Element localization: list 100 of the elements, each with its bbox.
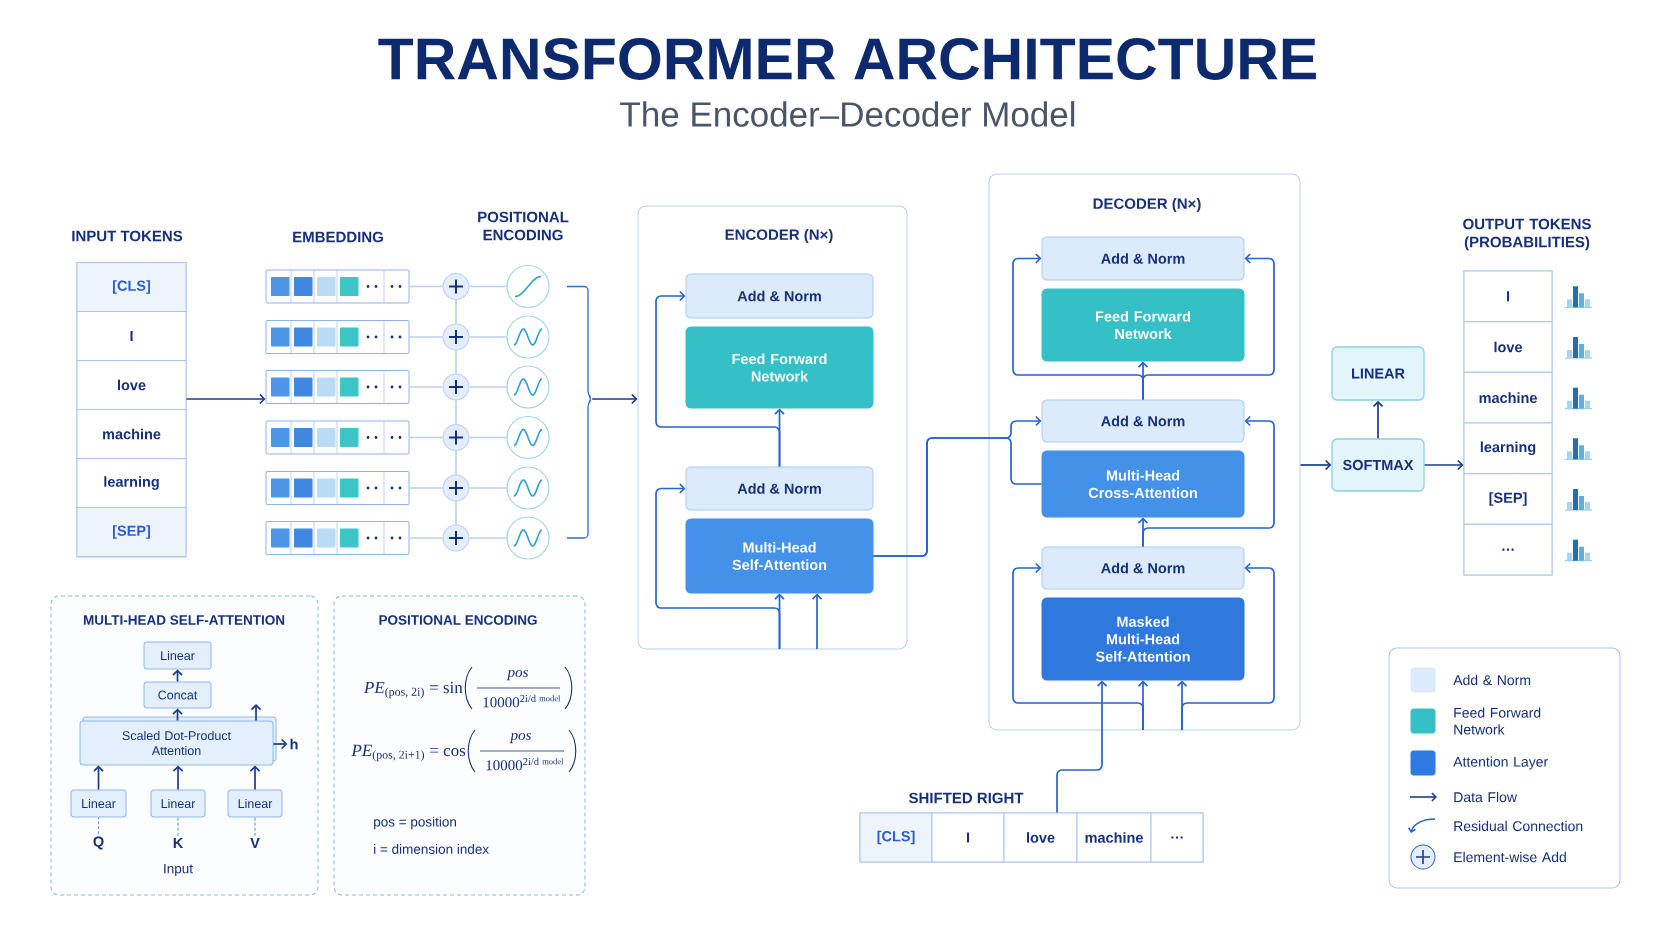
arrow	[272, 738, 288, 750]
connector-line	[455, 349, 457, 375]
bracket	[566, 285, 592, 539]
connector-line	[254, 816, 256, 837]
section-heading: POSITIONAL ENCODING	[478, 211, 569, 241]
embedding-vector	[265, 269, 410, 304]
arrow	[1299, 459, 1332, 471]
attention-box: Masked Multi-Head Self-Attention	[1041, 597, 1245, 681]
embedding-vector	[265, 420, 410, 455]
formula-text: 10000$^{2i/d}$	[486, 757, 539, 771]
arrow	[1142, 253, 1275, 401]
process-box: Linear	[143, 641, 212, 670]
formula-text: model	[539, 695, 561, 702]
token-cell: I	[1463, 270, 1553, 323]
embedding-vector	[265, 370, 410, 404]
connector-line	[468, 386, 508, 388]
plus-circle	[442, 323, 470, 351]
token-cell: I	[76, 311, 187, 361]
legend-text: Residual Connection	[1454, 820, 1583, 832]
arrow	[250, 704, 262, 722]
connector-line	[408, 487, 444, 489]
column-heading: OUTPUT TOKENS (PROBABILITIES)	[1463, 218, 1591, 251]
subtitle: The Encoder–Decoder Model	[620, 101, 1075, 127]
token-cell: [SEP]	[1463, 473, 1553, 525]
arrow	[1372, 400, 1384, 440]
token-cell: [CLS]	[859, 812, 933, 863]
token-cell: love	[1463, 321, 1553, 373]
legend-text: Add & Norm	[1453, 674, 1531, 686]
note-text: i = dimension index	[374, 844, 489, 854]
plus-circle	[442, 273, 470, 300]
attention-box: Multi-Head Self-Attention	[685, 518, 874, 594]
token-cell: …	[1463, 523, 1553, 576]
connector-line	[408, 386, 444, 388]
process-box: Linear	[227, 789, 283, 818]
connector-line	[468, 537, 508, 539]
add-norm-box: Add & Norm	[685, 466, 874, 511]
arrow	[1056, 680, 1108, 814]
arrow	[655, 483, 781, 650]
formula-text: model	[542, 758, 564, 765]
variable-label: K	[173, 838, 184, 848]
formula-text: pos	[509, 732, 531, 744]
arrow	[93, 765, 104, 791]
plus-circle	[442, 474, 470, 502]
token-cell: learning	[76, 458, 187, 508]
variable-label: h	[290, 738, 298, 750]
plus-circle	[442, 524, 470, 552]
arrow	[172, 765, 184, 791]
arrow	[1423, 459, 1464, 471]
embedding-vector	[265, 471, 410, 505]
wave-circle	[506, 415, 550, 460]
connector-line	[408, 436, 444, 439]
table-heading: SHIFTED RIGHT	[908, 792, 1024, 804]
arrow	[1181, 562, 1275, 731]
connector-line	[468, 487, 508, 489]
add-norm-box: Add & Norm	[1041, 399, 1245, 443]
layer-box: SOFTMAX	[1331, 438, 1425, 492]
connector-line	[468, 336, 508, 338]
connector-line	[468, 436, 508, 439]
text-label: Input	[164, 863, 193, 877]
wave-circle	[506, 315, 550, 359]
formula-text: 10000$^{2i/d}$	[483, 694, 536, 708]
legend-text: Attention Layer	[1453, 756, 1548, 770]
legend-text: Element-wise Add	[1454, 851, 1566, 863]
process-box: Concat	[143, 681, 212, 709]
connector-line	[468, 285, 508, 288]
plus-circle	[442, 373, 470, 401]
arrow	[591, 393, 638, 405]
process-box: Linear	[150, 789, 206, 818]
arrow	[811, 593, 823, 650]
token-cell: love	[76, 360, 187, 410]
add-norm-box: Add & Norm	[685, 273, 874, 319]
arrow	[655, 290, 781, 468]
variable-label: Q	[93, 836, 104, 850]
token-cell: …	[1150, 812, 1204, 863]
connector-line	[455, 399, 457, 425]
arrow	[1142, 415, 1275, 548]
variable-label: V	[250, 838, 260, 848]
arrow	[185, 393, 266, 405]
process-box: Linear	[70, 789, 127, 818]
note-text: pos = position	[374, 816, 456, 830]
token-cell: machine	[76, 409, 187, 459]
title: TRANSFORMER ARCHITECTURE	[378, 38, 1316, 80]
panel-heading: MULTI-HEAD SELF-ATTENTION	[83, 615, 285, 625]
panel-heading: POSITIONAL ENCODING	[379, 615, 537, 625]
connector-line	[408, 537, 444, 539]
token-cell: machine	[1076, 812, 1152, 863]
formula-text: pos	[506, 669, 528, 681]
embedding-vector	[265, 521, 410, 555]
feed-forward-box: Feed Forward Network	[685, 326, 874, 409]
column-heading: INPUT TOKENS	[72, 230, 183, 242]
wave-circle	[506, 466, 550, 510]
arrow	[1012, 562, 1144, 731]
token-cell: love	[1003, 812, 1078, 863]
section-heading: EMBEDDING	[293, 231, 383, 243]
block-heading: DECODER (N×)	[1093, 198, 1201, 212]
arrow	[872, 415, 1042, 557]
token-cell: learning	[1463, 422, 1553, 475]
attention-box: Multi-Head Cross-Attention	[1041, 450, 1245, 518]
arrow	[249, 765, 261, 791]
connector-line	[455, 299, 457, 325]
